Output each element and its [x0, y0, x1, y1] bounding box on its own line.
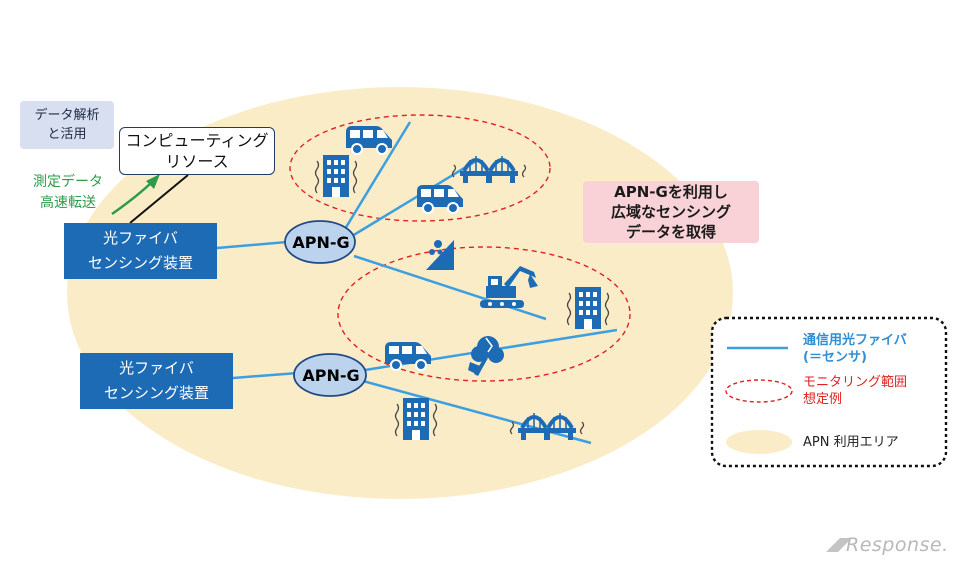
callout-line-2: 広域なセンシング [610, 203, 731, 221]
analysis-line-2: と活用 [47, 127, 87, 142]
legend-fiber-line-1: 通信用光ファイバ [803, 333, 907, 348]
transfer-arrow [111, 182, 152, 216]
legend-monitoring-line-1: モニタリング範囲 [803, 375, 908, 390]
compute-resource-box: コンピューティング リソース [119, 127, 275, 175]
legend-monitoring-swatch [725, 379, 793, 403]
compute-line-1: コンピューティング [125, 131, 269, 150]
transfer-line-1: 測定データ [33, 174, 103, 190]
analysis-line-1: データ解析 [34, 108, 100, 123]
legend-fiber-label: 通信用光ファイバ (＝センサ) [803, 332, 907, 366]
transfer-arrowhead [146, 174, 160, 189]
watermark-logo-icon [826, 538, 852, 552]
apn-node-2-shape [293, 353, 367, 397]
sensing-device-2: 光ファイバ センシング装置 [80, 353, 233, 409]
legend-area-label: APN 利用エリア [803, 435, 899, 450]
compute-line-2: リソース [165, 152, 229, 171]
transfer-label: 測定データ 高速転送 [33, 170, 133, 216]
sensing-device-1-line-1: 光ファイバ [103, 229, 178, 247]
compute-link [129, 174, 189, 224]
monitoring-range-lower [337, 246, 631, 382]
legend-box [710, 316, 948, 468]
sensing-device-2-line-2: センシング装置 [103, 384, 209, 402]
sensing-device-2-line-1: 光ファイバ [119, 359, 194, 377]
sensing-device-1: 光ファイバ センシング装置 [64, 223, 217, 279]
apn-node-1-label: APN-G [292, 232, 350, 252]
callout-line-1: APN-Gを利用し [614, 183, 728, 201]
legend-fiber-line-2: (＝センサ) [803, 350, 867, 365]
analysis-box: データ解析 と活用 [20, 101, 114, 149]
callout-box: APN-Gを利用し 広域なセンシング データを取得 [583, 181, 759, 243]
legend-monitoring-label: モニタリング範囲 想定例 [803, 374, 907, 408]
apn-node-2-label: APN-G [302, 365, 360, 385]
apn-area [67, 87, 733, 499]
legend-area-swatch [726, 430, 792, 454]
transfer-line-2: 高速転送 [40, 195, 96, 211]
apn-node-1-shape [284, 220, 356, 264]
watermark: Response. [846, 534, 949, 556]
sensing-device-1-line-2: センシング装置 [87, 254, 193, 272]
callout-line-3: データを取得 [625, 223, 716, 241]
legend-monitoring-line-2: 想定例 [803, 392, 843, 407]
monitoring-range-upper [289, 114, 551, 222]
